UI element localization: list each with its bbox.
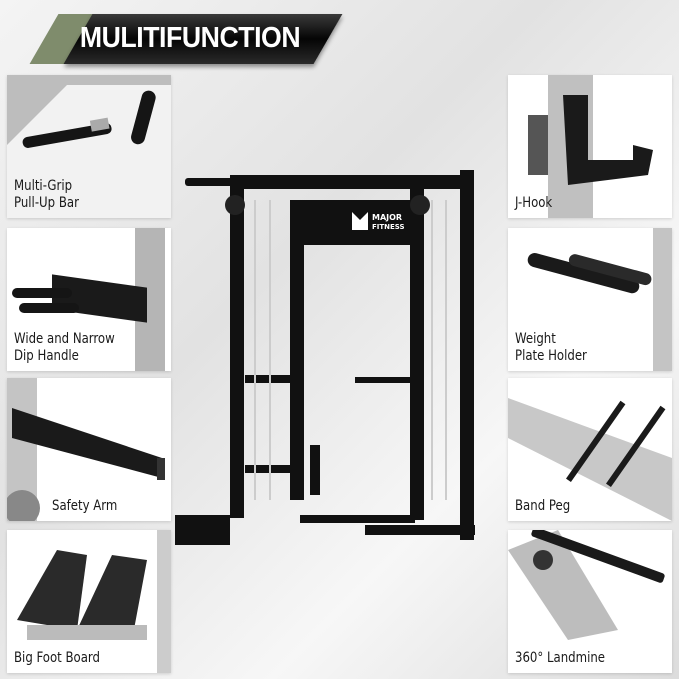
feature-label: Band Peg bbox=[515, 498, 571, 514]
feature-j-hook: J-Hook bbox=[508, 75, 672, 218]
feature-band-peg: Band Peg bbox=[508, 378, 672, 521]
safety-arm-icon bbox=[7, 378, 165, 521]
foot-board-icon bbox=[17, 530, 171, 673]
feature-foot-board: Big Foot Board bbox=[7, 530, 171, 673]
title-banner: MULITIFUNCTION bbox=[14, 14, 343, 64]
feature-label: Big Foot Board bbox=[14, 650, 100, 666]
svg-text:MAJOR: MAJOR bbox=[372, 213, 402, 222]
feature-landmine: 360° Landmine bbox=[508, 530, 672, 673]
banner-title: MULITIFUNCTION bbox=[79, 22, 301, 54]
svg-text:FITNESS: FITNESS bbox=[372, 223, 405, 231]
j-hook-icon bbox=[528, 75, 653, 218]
pull-up-bar-icon bbox=[7, 75, 171, 218]
landmine-icon bbox=[508, 530, 665, 640]
plate-holder-icon bbox=[527, 228, 672, 371]
band-peg-icon bbox=[508, 398, 672, 521]
feature-label: 360° Landmine bbox=[515, 650, 605, 666]
feature-label: Weight Plate Holder bbox=[515, 331, 587, 364]
smith-machine-image: MAJOR FITNESS bbox=[175, 170, 475, 545]
feature-dip-handle: Wide and Narrow Dip Handle bbox=[7, 228, 171, 371]
major-fitness-logo: MAJOR FITNESS bbox=[352, 212, 405, 231]
feature-plate-holder: Weight Plate Holder bbox=[508, 228, 672, 371]
feature-label: Multi-Grip Pull-Up Bar bbox=[14, 178, 79, 211]
dip-handle-icon bbox=[12, 228, 165, 371]
feature-label: Safety Arm bbox=[52, 498, 118, 514]
feature-label: J-Hook bbox=[515, 195, 553, 211]
feature-safety-arm: Safety Arm bbox=[7, 378, 171, 521]
feature-label: Wide and Narrow Dip Handle bbox=[14, 331, 115, 364]
feature-pull-up-bar: Multi-Grip Pull-Up Bar bbox=[7, 75, 171, 218]
